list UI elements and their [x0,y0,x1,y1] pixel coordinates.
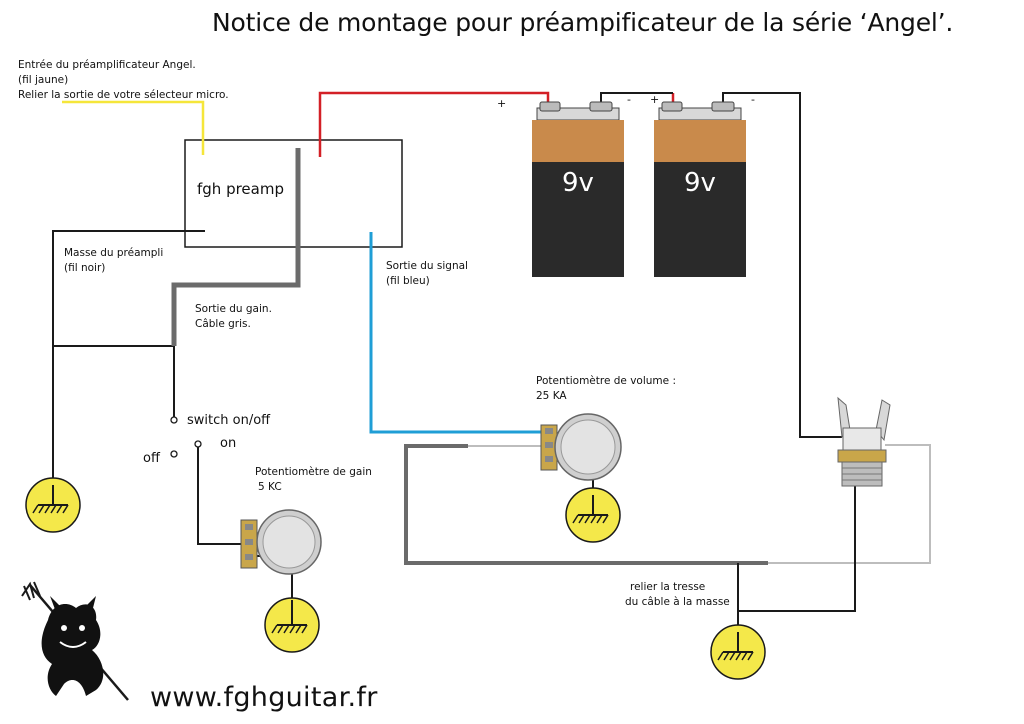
ground-symbol-icon [565,487,621,543]
battery-icon [654,101,746,277]
jack-ground-wire [738,485,856,612]
signal-out-label-line: (fil bleu) [386,275,430,287]
preamp-label: fgh preamp [197,180,284,198]
input-label: Entrée du préamplificateur Angel. (fil j… [18,58,229,103]
ground-symbol-icon [25,477,81,533]
page-title: Notice de montage pour préampificateur d… [212,8,954,37]
preamp-box [184,139,403,248]
gain-out-label-line: Sortie du gain. [195,303,272,315]
ground-symbol-icon [264,597,320,653]
black-switch-wire [53,345,175,418]
battery1-plus: + [497,97,507,110]
potentiometer-icon [240,509,322,575]
shield-label-line: du câble à la masse [625,596,730,608]
grey-shield-cable [404,444,768,565]
black-ground-wire [52,230,205,485]
volume-pot-label-line: Potentiomètre de volume : [536,375,676,387]
switch-on-label: on [220,436,237,451]
gain-pot-label-line: 5 KC [258,481,282,493]
ground-label: Masse du préampli (fil noir) [64,246,163,276]
potentiometer-icon [540,413,622,481]
volume-pot-label-line: 25 KA [536,390,567,402]
gain-out-label-line: Câble gris. [195,318,251,330]
ground-label-line: Masse du préampli [64,247,164,259]
battery-icon [532,101,624,277]
switch-terminal-on [194,440,202,448]
switch-on-wire [197,447,247,545]
input-label-line: Entrée du préamplificateur Angel. [18,59,196,71]
volume-pot-label: Potentiomètre de volume : 25 KA [536,374,676,404]
yellow-input-wire [62,100,205,155]
input-label-line: (fil jaune) [18,74,69,86]
battery1-minus: - [627,93,631,106]
jack-socket-icon [837,396,891,487]
devil-logo-icon [21,581,129,701]
red-power-wire [318,91,550,157]
blue-signal-wire [369,232,548,434]
battery1-voltage: 9v [562,168,594,198]
input-label-line: Relier la sortie de votre sélecteur micr… [18,89,229,101]
light-grey-jack-wire [768,444,931,564]
ground-label-line: (fil noir) [64,262,106,274]
battery2-voltage: 9v [684,168,716,198]
battery2-minus: - [751,93,755,106]
switch-label: switch on/off [187,413,271,428]
switch-off-label: off [143,451,160,466]
ground-symbol-icon [710,624,766,680]
battery2-plus: + [650,93,660,106]
signal-out-label-line: Sortie du signal [386,260,468,272]
gain-pot-label: Potentiomètre de gain 5 KC [255,465,372,495]
switch-terminal-off [170,450,178,458]
shield-label: relier la tresse du câble à la masse [625,580,730,610]
website-link[interactable]: www.fghguitar.fr [150,682,378,713]
signal-out-label: Sortie du signal (fil bleu) [386,259,468,289]
black-battery-jack-wire [722,92,842,438]
grey-gain-wire [171,148,301,346]
gain-pot-label-line: Potentiomètre de gain [255,466,372,478]
switch-terminal-common [170,416,178,424]
gain-out-label: Sortie du gain. Câble gris. [195,302,272,332]
shield-label-line: relier la tresse [630,581,706,593]
